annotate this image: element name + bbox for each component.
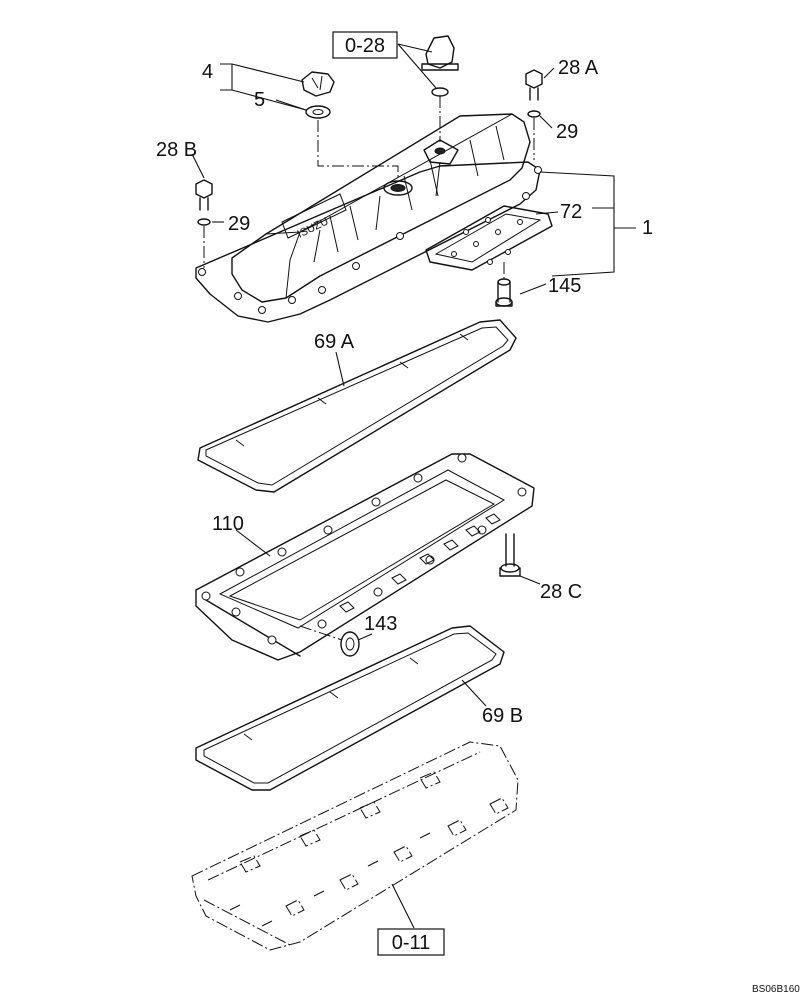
callout-28c: 28 C — [540, 581, 582, 603]
ref-box-0-28[interactable]: 0-28 — [332, 31, 398, 59]
part-4-filler-cap — [301, 71, 335, 97]
breather-valve — [421, 35, 459, 97]
part-28b-bolt — [195, 179, 213, 226]
callout-1: 1 — [642, 217, 653, 239]
part-143-seal — [340, 631, 360, 657]
callout-5: 5 — [254, 89, 265, 111]
callout-72: 72 — [560, 201, 582, 223]
callout-28b: 28 B — [156, 139, 197, 161]
part-72-plate — [425, 205, 553, 271]
gasket-69a — [197, 319, 517, 493]
gasket-69b — [195, 625, 505, 791]
filler-boss — [383, 180, 413, 196]
ref-0-28-label: 0-28 — [345, 35, 385, 57]
callout-143: 143 — [364, 613, 397, 635]
leader-lines — [191, 43, 636, 929]
callout-110: 110 — [212, 513, 244, 535]
part-145-bolt — [495, 278, 513, 307]
callout-145: 145 — [548, 275, 581, 297]
ref-box-0-11[interactable]: 0-11 — [377, 928, 445, 956]
callout-69b: 69 B — [482, 705, 523, 727]
part-28c-bolt — [499, 533, 521, 577]
cover-logo: ISUZU — [296, 215, 331, 240]
callout-28a: 28 A — [558, 57, 599, 79]
drawing-code: BS06B160 — [752, 984, 800, 995]
callout-69a: 69 A — [314, 331, 355, 353]
callout-29-top: 29 — [556, 121, 578, 143]
ref-0-11-label: 0-11 — [392, 932, 431, 954]
callout-29-left: 29 — [228, 213, 250, 235]
callout-4: 4 — [202, 61, 213, 83]
part-28a-bolt — [525, 69, 543, 118]
part-5-washer — [305, 105, 331, 119]
part-110-carrier — [195, 453, 535, 661]
cylinder-head — [191, 741, 519, 951]
